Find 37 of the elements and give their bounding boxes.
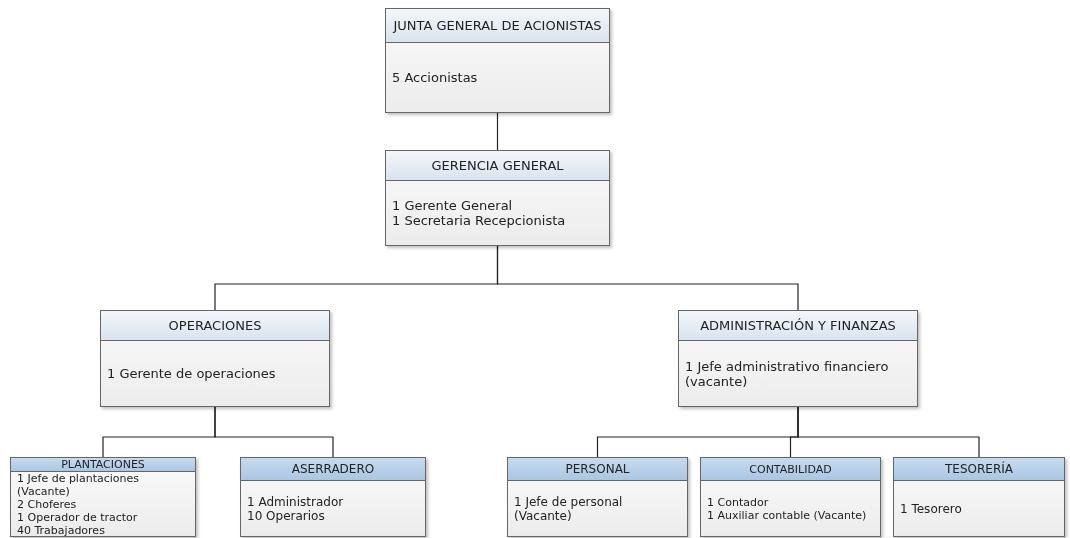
staff-line: 1 Operador de tractor (17, 511, 139, 524)
staff-line: 1 Gerente General (392, 198, 514, 213)
department-title: ASERRADERO (241, 458, 425, 481)
department-box (893, 457, 1065, 537)
department-title: TESORERÍA (894, 458, 1064, 481)
department-title: JUNTA GENERAL DE ACIONISTAS (386, 9, 609, 43)
staff-line: 1 Gerente de operaciones (107, 366, 277, 381)
department-title: GERENCIA GENERAL (386, 151, 609, 181)
staff-line: 1 Tesorero (900, 501, 963, 516)
department-box (240, 457, 426, 537)
department-box (385, 8, 610, 113)
department-title: PERSONAL (508, 458, 687, 481)
department-box (507, 457, 688, 537)
staff-line: 1 Jefe de personal (Vacante) (514, 494, 624, 523)
staff-line: 2 Choferes (17, 498, 78, 511)
department-box (678, 310, 918, 407)
department-title: ADMINISTRACIÓN Y FINANZAS (679, 311, 917, 341)
staff-line: 1 Jefe de plantaciones (Vacante) (17, 472, 140, 498)
department-title: CONTABILIDAD (701, 458, 880, 481)
staff-line: 1 Contador (707, 495, 770, 509)
department-box (700, 457, 881, 537)
staff-line: 1 Administrador (247, 494, 345, 509)
connector-line (496, 112, 499, 151)
staff-line: 1 Auxiliar contable (Vacante) (707, 508, 868, 522)
staff-line: 1 Secretaria Recepcionista (392, 213, 567, 228)
staff-line: 40 Trabajadores (17, 524, 106, 537)
department-title: OPERACIONES (101, 311, 329, 341)
staff-line: 5 Accionistas (392, 70, 479, 85)
connector-line (214, 406, 334, 458)
department-box (10, 457, 196, 537)
department-title: PLANTACIONES (11, 458, 195, 472)
staff-line: 1 Jefe administrativo financiero (vacante) (685, 358, 890, 389)
department-box (385, 150, 610, 246)
connector-line (496, 245, 799, 311)
department-box (100, 310, 330, 407)
staff-line: 10 Operarios (247, 508, 326, 523)
connector-line (797, 406, 980, 458)
